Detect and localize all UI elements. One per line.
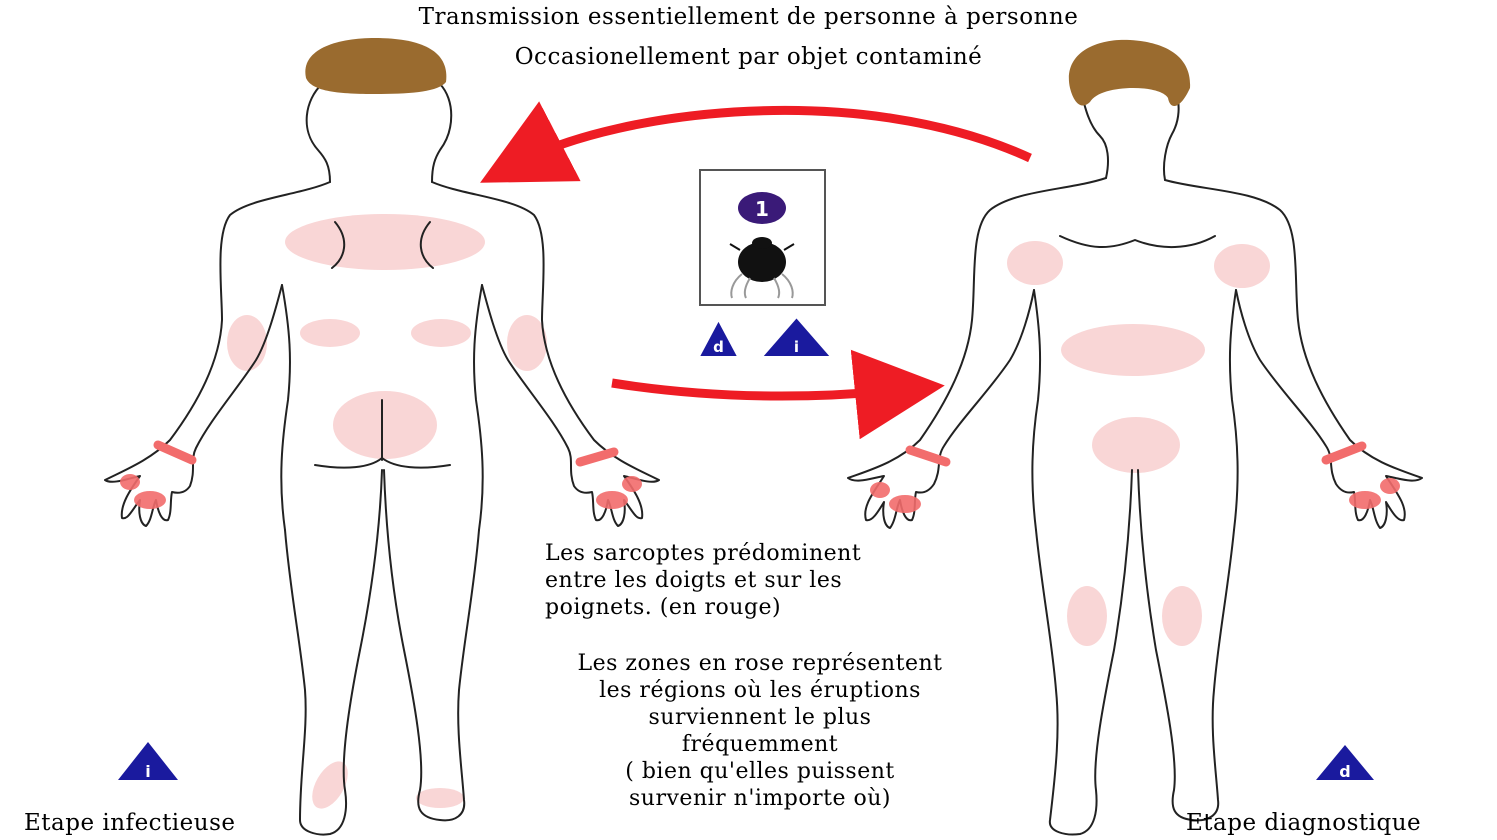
svg-text:d: d (1339, 762, 1350, 781)
center-box: 1 (700, 170, 825, 305)
zones-note-line: les régions où les éruptions (500, 677, 1020, 704)
sarcoptes-note: Les sarcoptes prédominent entre les doig… (545, 540, 861, 621)
info-triangle-icon: i (766, 320, 827, 356)
sarcoptes-note-line: entre les doigts et sur les (545, 567, 861, 594)
svg-text:d: d (713, 338, 724, 356)
zones-note: Les zones en rose représentent les régio… (500, 650, 1020, 812)
curved-arrow-icon (520, 110, 1030, 162)
svg-text:i: i (794, 338, 799, 356)
infectious-stage-label: Etape infectieuse (24, 810, 236, 837)
zones-note-line: Les zones en rose représentent (500, 650, 1020, 677)
diagnostic-triangle-icon: d (702, 324, 735, 356)
svg-text:i: i (145, 762, 150, 781)
left-stage-triangle-icon: i (118, 742, 178, 781)
sarcoptes-note-line: poignets. (en rouge) (545, 594, 861, 621)
header-line-1: Transmission essentiellement de personne… (0, 4, 1497, 31)
right-rash-zones (1007, 241, 1270, 646)
right-stage-triangle-icon: d (1316, 745, 1374, 781)
header-line-2: Occasionellement par objet contaminé (0, 44, 1497, 71)
zones-note-line: fréquemment (500, 731, 1020, 758)
sarcoptes-note-line: Les sarcoptes prédominent (545, 540, 861, 567)
zones-note-line: ( bien qu'elles puissent (500, 758, 1020, 785)
diagnostic-stage-label: Etape diagnostique (1186, 810, 1421, 837)
number-badge-text: 1 (755, 197, 769, 221)
zones-note-line: surviennent le plus (500, 704, 1020, 731)
zones-note-line: survenir n'importe où) (500, 785, 1020, 812)
straight-arrow-icon (612, 383, 900, 396)
